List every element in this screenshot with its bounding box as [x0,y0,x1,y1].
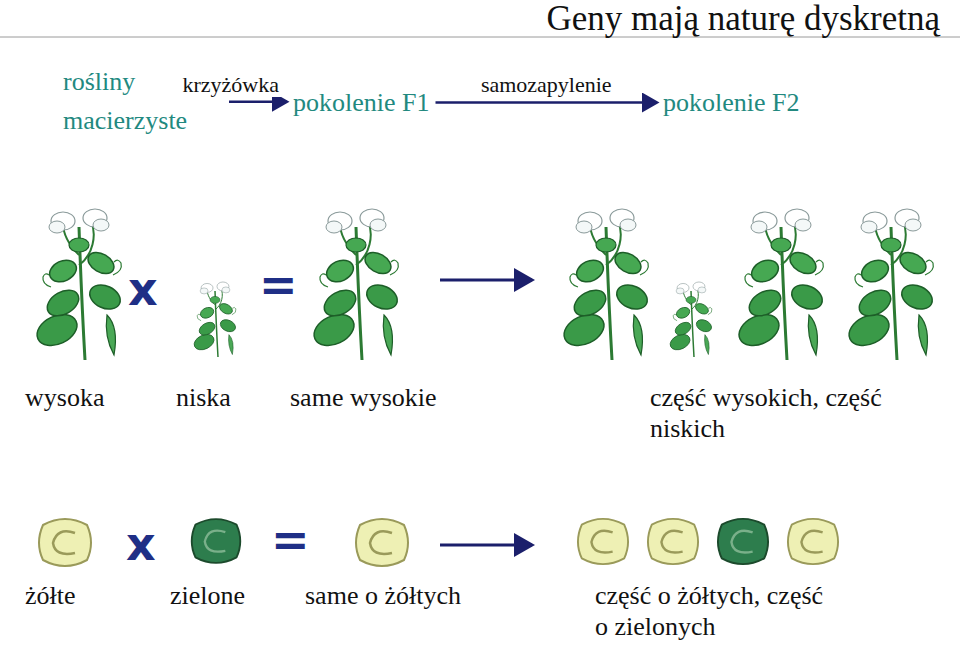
yellow-seed [788,519,838,564]
tall-plant [559,209,651,360]
generation-arrow [440,544,532,547]
arrow-label: samozapylenie [479,73,614,97]
caption: część o żółtych, część o zielonych [595,580,835,642]
caption: zielone [170,580,245,611]
yellow-seed [648,519,698,564]
tall-plant [309,209,401,360]
green-seed [192,519,241,563]
caption: same o żółtych [305,580,461,611]
page-title: Geny mają naturę dyskretną [546,0,940,40]
generation-label: pokolenie F2 [663,83,800,122]
caption: żółte [25,580,76,611]
short-plant [192,282,238,357]
process-arrow [436,101,658,104]
caption: część wysokich, część niskich [650,382,890,444]
generation-arrow [440,279,532,282]
cross-symbol: = [259,258,298,313]
arrow-label: krzyżówka [180,73,281,97]
green-seed [718,519,768,564]
tall-plant [32,209,124,360]
yellow-seed [356,519,408,566]
process-arrow [229,101,287,104]
node-text: pokolenie F1 [293,83,430,122]
yellow-seed [578,519,628,564]
short-plant [668,282,714,357]
yellow-seed [39,519,91,566]
tall-plant [734,209,826,360]
cross-symbol: = [271,513,310,568]
node-text: pokolenie F2 [663,83,800,122]
cross-symbol: x [126,517,156,572]
caption: wysoka [25,382,104,413]
caption: same wysokie [290,382,437,413]
caption: niska [176,382,231,413]
tall-plant [844,209,936,360]
cross-symbol: x [128,262,158,317]
generation-label: pokolenie F1 [293,83,430,122]
